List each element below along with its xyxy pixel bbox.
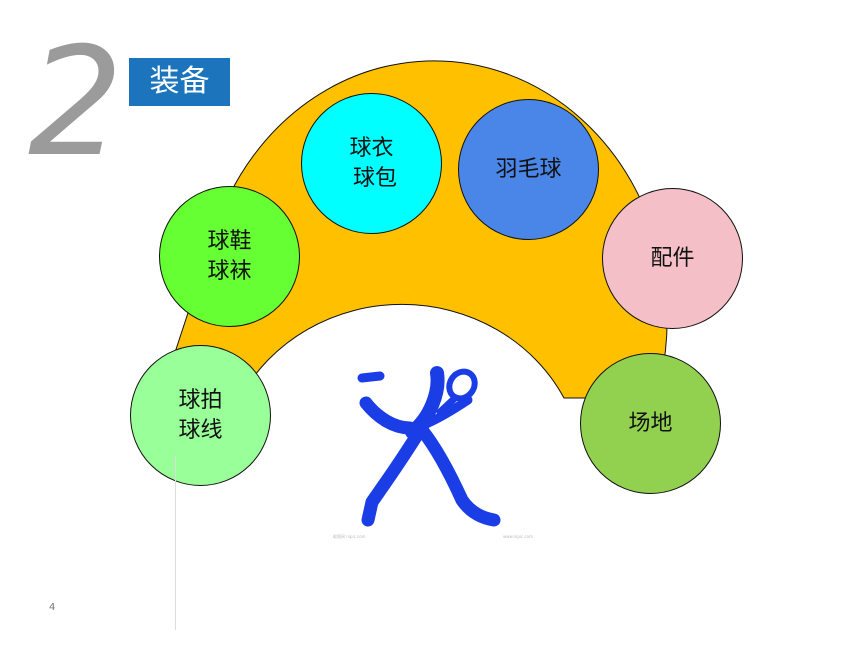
badminton-player-icon bbox=[357, 366, 501, 527]
node-accessories: 配件 bbox=[602, 188, 743, 329]
node-label: 场地 bbox=[628, 410, 673, 436]
watermark-left: 昵图网 nipic.com bbox=[333, 533, 366, 539]
node-shoes-socks: 球鞋 球袜 bbox=[159, 186, 300, 327]
node-clothes-bag: 球衣 球包 bbox=[301, 93, 442, 234]
watermark-right: www.nipic.com bbox=[503, 534, 533, 539]
section-title: 装备 bbox=[129, 58, 230, 106]
node-label: 配件 bbox=[650, 245, 695, 271]
page-number: 4 bbox=[49, 602, 56, 613]
node-shuttlecock: 羽毛球 bbox=[458, 99, 599, 240]
section-number: 2 bbox=[28, 16, 123, 190]
node-label: 球拍 球线 bbox=[178, 387, 223, 443]
node-court: 场地 bbox=[580, 353, 721, 494]
node-racket-strings: 球拍 球线 bbox=[130, 345, 271, 486]
node-label: 球鞋 球袜 bbox=[207, 228, 252, 284]
node-label: 球衣 球包 bbox=[349, 135, 397, 191]
divider-line bbox=[175, 455, 176, 630]
node-label: 羽毛球 bbox=[495, 156, 562, 182]
